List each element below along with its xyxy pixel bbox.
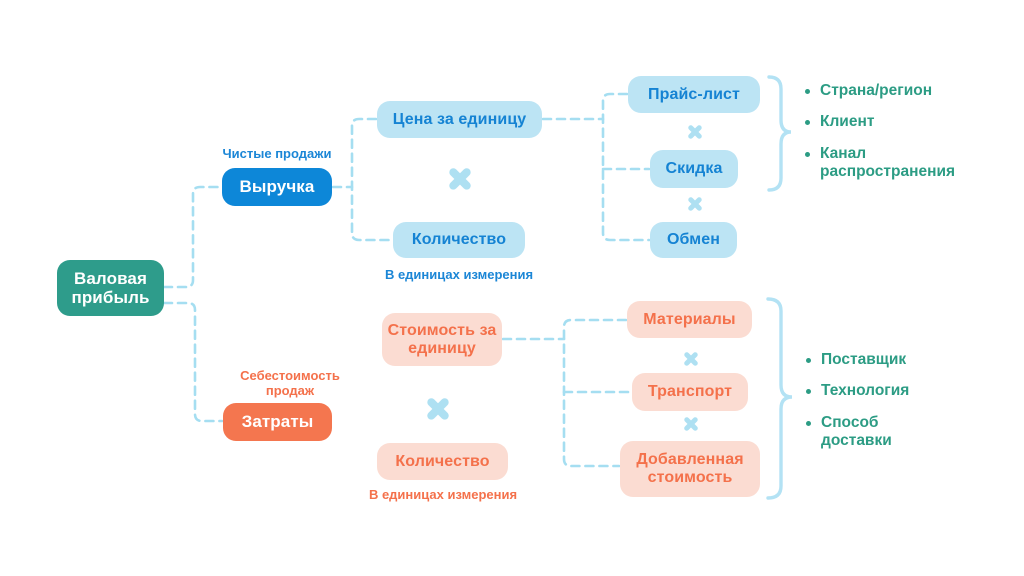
node-quantity-cost-label: Количество bbox=[395, 452, 490, 470]
driver-label: Клиент bbox=[820, 113, 875, 131]
list-item: Клиент bbox=[805, 113, 980, 131]
list-item: Страна/регион bbox=[805, 82, 980, 100]
driver-label: Способ доставки bbox=[821, 413, 892, 449]
quantity-unit-caption-revenue: В единицах измерения bbox=[384, 267, 534, 282]
driver-label: Поставщик bbox=[821, 351, 907, 368]
node-costs: Затраты bbox=[223, 403, 332, 441]
driver-label: Технология bbox=[821, 382, 910, 400]
connector-root-to-costs bbox=[162, 301, 224, 423]
node-costs-label: Затраты bbox=[241, 412, 314, 432]
node-added-value-label: Добавленная стоимость bbox=[636, 451, 744, 486]
node-quantity-cost: Количество bbox=[377, 443, 508, 480]
multiply-icon bbox=[424, 395, 451, 422]
multiply-icon bbox=[686, 195, 703, 212]
node-price-list-label: Прайс-лист bbox=[648, 85, 740, 103]
node-gross-profit: Валовая прибыль bbox=[57, 260, 164, 316]
bullet-icon bbox=[805, 89, 810, 94]
node-quantity-revenue: Количество bbox=[393, 222, 525, 258]
bullet-icon bbox=[805, 151, 810, 157]
node-transport-label: Транспорт bbox=[647, 383, 733, 401]
node-unit-cost-label: Стоимость за единицу bbox=[387, 321, 497, 357]
revenue-drivers-list: Страна/регион Клиент Канал распространен… bbox=[805, 82, 980, 181]
cost-caption: Себестоимость продаж bbox=[240, 368, 340, 399]
node-materials-label: Материалы bbox=[643, 310, 736, 328]
node-exchange-label: Обмен bbox=[666, 231, 720, 249]
list-item: Технология bbox=[806, 382, 971, 400]
bullet-icon bbox=[806, 420, 811, 426]
node-price-list: Прайс-лист bbox=[628, 76, 760, 113]
bullet-icon bbox=[806, 389, 811, 395]
quantity-unit-caption-cost: В единицах измерения bbox=[368, 487, 518, 502]
revenue-caption: Чистые продажи bbox=[222, 146, 332, 161]
bullet-icon bbox=[805, 120, 810, 126]
node-quantity-revenue-label: Количество bbox=[411, 231, 507, 249]
node-discount-label: Скидка bbox=[665, 160, 723, 178]
node-exchange: Обмен bbox=[650, 222, 737, 258]
node-transport: Транспорт bbox=[632, 373, 748, 411]
bullet-icon bbox=[806, 358, 811, 363]
list-item: Поставщик bbox=[806, 351, 971, 369]
connector-cost-factors-spine bbox=[562, 318, 628, 468]
node-unit-cost: Стоимость за единицу bbox=[382, 313, 502, 366]
driver-label: Страна/регион bbox=[820, 82, 933, 99]
multiply-icon bbox=[686, 123, 703, 140]
brace-icon bbox=[766, 297, 793, 500]
multiply-icon bbox=[446, 165, 473, 192]
driver-label: Канал распространения bbox=[820, 144, 956, 180]
node-unit-price: Цена за единицу bbox=[377, 101, 542, 138]
list-item: Канал распространения bbox=[805, 145, 980, 182]
node-materials: Материалы bbox=[627, 301, 752, 338]
node-discount: Скидка bbox=[650, 150, 738, 188]
node-revenue-label: Выручка bbox=[239, 177, 315, 197]
node-added-value: Добавленная стоимость bbox=[620, 441, 760, 497]
multiply-icon bbox=[682, 415, 699, 432]
node-unit-price-label: Цена за единицу bbox=[392, 110, 527, 128]
connector-root-to-revenue bbox=[162, 185, 223, 289]
brace-icon bbox=[767, 75, 792, 192]
list-item: Способ доставки bbox=[806, 414, 971, 451]
cost-drivers-list: Поставщик Технология Способ доставки bbox=[806, 351, 971, 450]
node-gross-profit-label: Валовая прибыль bbox=[71, 268, 150, 307]
node-revenue: Выручка bbox=[222, 168, 332, 206]
connector-price-factors-spine bbox=[601, 92, 651, 242]
multiply-icon bbox=[682, 350, 699, 367]
